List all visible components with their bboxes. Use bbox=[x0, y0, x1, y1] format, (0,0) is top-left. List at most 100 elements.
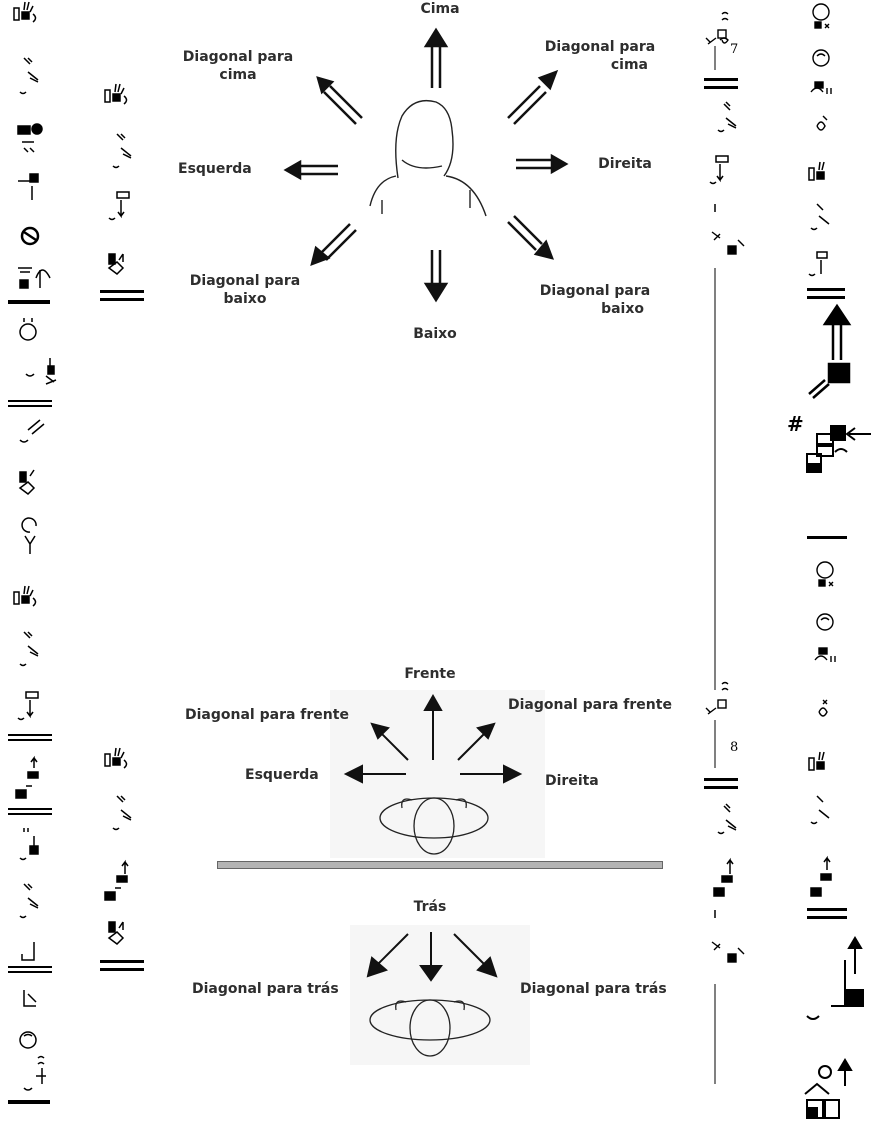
sign-glyph-27 bbox=[104, 859, 129, 901]
sign-glyph-54 bbox=[804, 1058, 853, 1119]
sign-glyph-28 bbox=[107, 921, 125, 945]
sign-glyph-19 bbox=[23, 990, 37, 1007]
sign-glyph-45 bbox=[806, 425, 871, 473]
back-direction-diagram bbox=[366, 932, 498, 1057]
divider bbox=[8, 808, 52, 810]
signwriting-column-4 bbox=[804, 3, 871, 1119]
sign-glyph-18 bbox=[21, 942, 35, 961]
divider bbox=[8, 1100, 50, 1104]
label-diag-back-left: Diagonal para trás bbox=[192, 981, 339, 997]
label-diag-back-right: Diagonal para trás bbox=[520, 981, 667, 997]
label-diag-down-left: Diagonal para baixo bbox=[189, 273, 301, 307]
sign-glyph-44 bbox=[808, 303, 852, 399]
sign-glyph-38 bbox=[812, 49, 830, 67]
sign-glyph-15 bbox=[15, 755, 39, 799]
sign-glyph-36 bbox=[711, 941, 745, 963]
divider bbox=[8, 405, 52, 407]
sign-glyph-39 bbox=[810, 81, 832, 94]
sign-number-7: 7 bbox=[730, 42, 739, 57]
sign-glyph-20 bbox=[19, 1031, 46, 1091]
sign-glyph-3 bbox=[17, 123, 43, 153]
divider bbox=[8, 813, 52, 815]
sign-glyph-26 bbox=[112, 795, 132, 831]
sign-glyph-13 bbox=[19, 631, 39, 667]
sign-glyph-51 bbox=[810, 795, 830, 825]
arrow-diag-front-right bbox=[457, 722, 496, 761]
sign-glyph-31 bbox=[709, 155, 729, 185]
arrow-down bbox=[423, 250, 449, 303]
person-outline bbox=[369, 99, 487, 217]
sign-glyph-2 bbox=[19, 57, 39, 95]
sign-glyph-6 bbox=[18, 267, 51, 289]
arrow-diag-down-left bbox=[310, 223, 357, 267]
divider bbox=[807, 908, 847, 911]
arrow-back bbox=[419, 932, 443, 982]
sign-glyph-35 bbox=[713, 857, 734, 897]
arrow-diag-up-left bbox=[316, 76, 363, 125]
arrow-front-right bbox=[460, 764, 523, 784]
sign-glyph-43 bbox=[808, 251, 828, 277]
sign-glyph-32 bbox=[711, 231, 745, 255]
sign-glyph-48 bbox=[814, 647, 836, 662]
signwriting-column-left bbox=[8, 1, 57, 1104]
divider bbox=[8, 734, 52, 736]
sign-glyph-25 bbox=[104, 747, 128, 769]
label-diag-up-left: Diagonal para cima bbox=[182, 49, 294, 83]
sign-glyph-23 bbox=[108, 191, 130, 221]
sign-glyph-5 bbox=[20, 226, 40, 246]
label-down: Baixo bbox=[413, 326, 457, 342]
sign-glyph-53 bbox=[806, 936, 864, 1020]
label-front: Frente bbox=[404, 666, 456, 682]
divider bbox=[100, 290, 144, 293]
sign-glyph-40 bbox=[816, 115, 828, 131]
sign-number-8: 8 bbox=[730, 740, 739, 755]
front-direction-diagram bbox=[343, 693, 523, 855]
head-top-view-back bbox=[369, 999, 491, 1057]
divider bbox=[704, 86, 738, 89]
label-left: Esquerda bbox=[178, 161, 252, 177]
head-top-view-front bbox=[379, 797, 489, 855]
sign-glyph-22 bbox=[112, 133, 132, 169]
divider bbox=[807, 916, 847, 919]
divider bbox=[807, 296, 845, 299]
top-direction-diagram bbox=[283, 27, 569, 303]
hash-symbol: # bbox=[787, 412, 804, 436]
divider bbox=[8, 300, 50, 304]
sign-glyph-21 bbox=[104, 83, 128, 105]
label-diag-down-right: Diagonal para baixo bbox=[539, 283, 651, 317]
divider bbox=[704, 786, 738, 789]
arrow-front-left bbox=[343, 764, 406, 784]
sign-glyph-29 bbox=[705, 11, 729, 45]
sign-glyph-52 bbox=[810, 855, 832, 897]
sign-glyph-50 bbox=[808, 751, 825, 771]
sign-glyph-49 bbox=[818, 699, 828, 717]
divider bbox=[704, 778, 738, 781]
sign-glyph-9 bbox=[19, 419, 45, 443]
arrow-left bbox=[283, 159, 338, 181]
divider bbox=[807, 288, 845, 291]
sign-glyph-24 bbox=[107, 253, 125, 275]
divider bbox=[8, 971, 52, 973]
divider bbox=[8, 966, 52, 968]
arrow-front bbox=[423, 693, 443, 760]
arrow-diag-back-right bbox=[453, 933, 498, 978]
sign-glyph-30 bbox=[717, 101, 737, 133]
arrow-up bbox=[423, 27, 449, 88]
sign-glyph-7 bbox=[19, 318, 37, 341]
label-diag-front-left: Diagonal para frente bbox=[185, 707, 349, 723]
sign-glyph-10 bbox=[18, 469, 36, 495]
label-diag-up-right: Diagonal para cima bbox=[544, 39, 656, 73]
sign-glyph-4 bbox=[18, 173, 39, 200]
sign-glyph-42 bbox=[810, 203, 830, 231]
label-up: Cima bbox=[420, 1, 460, 17]
arrow-diag-down-right bbox=[507, 215, 555, 260]
divider bbox=[100, 960, 144, 963]
arrow-right bbox=[516, 153, 569, 175]
divider bbox=[8, 400, 52, 402]
sign-glyph-12 bbox=[13, 585, 37, 607]
sign-glyph-17 bbox=[19, 883, 39, 919]
sign-glyph-8 bbox=[25, 358, 57, 385]
label-front-left: Esquerda bbox=[245, 767, 319, 783]
sign-glyph-14 bbox=[17, 691, 39, 721]
divider bbox=[8, 739, 52, 741]
